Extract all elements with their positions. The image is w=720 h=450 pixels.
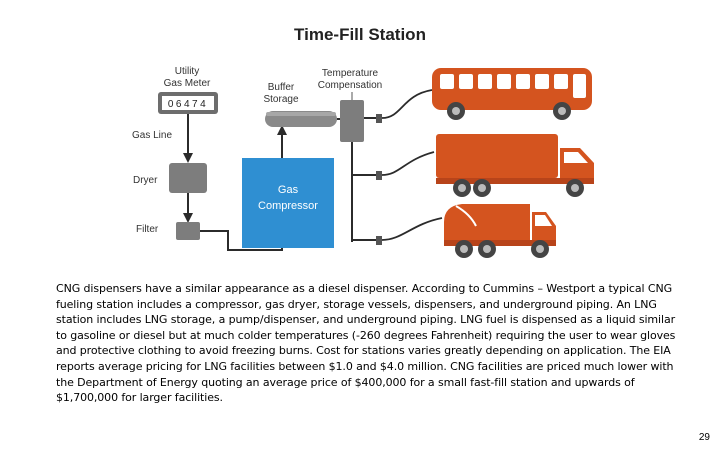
buffer-label-line2: Storage <box>263 94 298 105</box>
temperature-compensation-unit <box>340 100 364 142</box>
caption-paragraph: CNG dispensers have a similar appearance… <box>56 282 676 405</box>
diagram-title: Time-Fill Station <box>294 25 426 44</box>
garbage-truck-icon <box>444 204 556 258</box>
box-truck-icon <box>436 134 594 197</box>
utility-label: Utility <box>175 66 199 77</box>
gas-line-label: Gas Line <box>132 130 172 141</box>
filter-label: Filter <box>136 224 159 235</box>
compressor-label-line1: Gas <box>278 184 299 196</box>
filter-unit <box>176 222 200 240</box>
buffer-storage-tank <box>265 111 337 127</box>
temperature-label-line1: Temperature <box>322 68 379 79</box>
buffer-label-line1: Buffer <box>268 82 295 93</box>
page-number: 29 <box>698 432 710 443</box>
dryer-unit <box>169 163 207 193</box>
dispenser-manifold <box>351 117 378 242</box>
gas-meter-label: Gas Meter <box>164 78 211 89</box>
dispenser-nodes <box>376 114 382 245</box>
gas-meter-icon <box>158 92 218 114</box>
meter-reading: 06474 <box>168 99 208 110</box>
fuel-hoses <box>381 89 443 241</box>
dryer-label: Dryer <box>133 175 158 186</box>
gas-compressor <box>242 158 334 248</box>
time-fill-station-diagram: Time-Fill Station Utility Gas Meter 0647… <box>132 25 594 258</box>
compressor-label-line2: Compressor <box>258 200 318 212</box>
bus-icon <box>432 68 592 120</box>
temperature-label-line2: Compensation <box>318 80 382 91</box>
